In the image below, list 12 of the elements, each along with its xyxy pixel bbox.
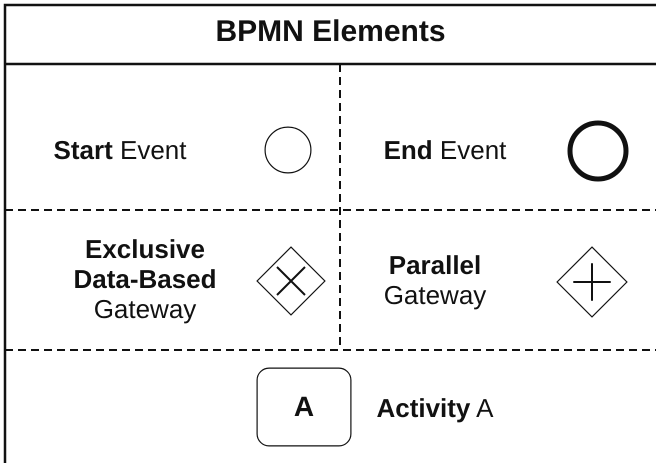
element-label: Exclusive Data-Based Gateway (72, 234, 218, 324)
exclusive-gateway-diamond (256, 246, 326, 316)
activity-label: A (294, 391, 314, 423)
title: BPMN Elements (214, 14, 447, 50)
parallel-gateway-diamond (556, 246, 628, 318)
start-event-circle (264, 126, 312, 174)
element-label: Activity A (375, 393, 495, 423)
element-label: End Event (382, 135, 508, 165)
element-label: Start Event (52, 135, 188, 165)
end-event-circle (567, 120, 629, 182)
activity-box (256, 367, 352, 447)
element-label: Parallel Gateway (382, 250, 488, 310)
